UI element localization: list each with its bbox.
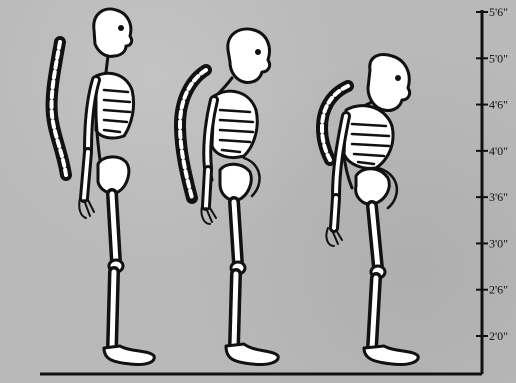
stooped-spine	[180, 70, 206, 198]
hunched-pelvis	[356, 169, 390, 205]
hunched-skull	[368, 55, 410, 111]
scale-label: 5'0"	[489, 51, 508, 65]
scale-label: 4'6"	[489, 98, 508, 112]
scale-label: 3'0"	[489, 236, 508, 250]
scale-label: 2'0"	[489, 329, 508, 343]
scale-label: 2'6"	[489, 283, 508, 297]
upright-ribcage	[96, 73, 134, 138]
upright-skeleton	[52, 9, 155, 365]
upright-skull	[94, 9, 132, 56]
upright-pelvis	[98, 157, 129, 193]
hunched-skeleton	[322, 55, 418, 365]
stooped-pelvis	[220, 164, 251, 200]
scale-label: 5'6"	[489, 5, 508, 19]
scale-label: 3'6"	[489, 190, 508, 204]
upright-spine	[52, 42, 66, 175]
stooped-skull	[228, 29, 270, 83]
scale-label: 4'0"	[489, 144, 508, 158]
stooped-skeleton	[180, 29, 278, 365]
